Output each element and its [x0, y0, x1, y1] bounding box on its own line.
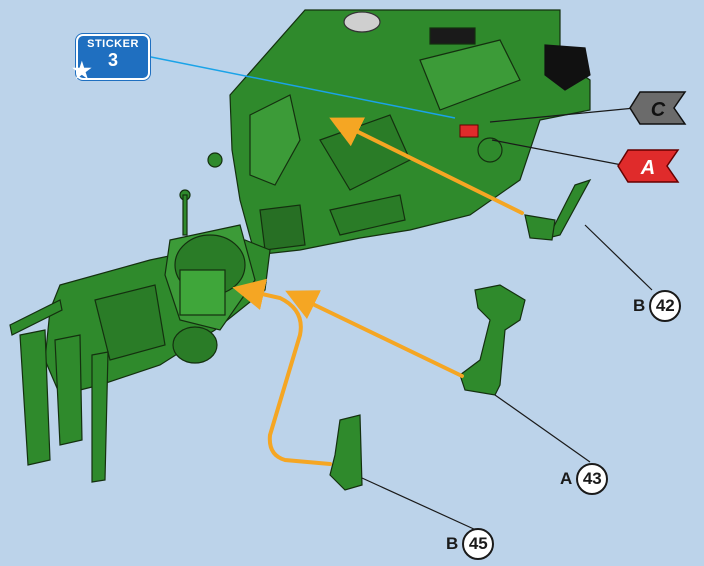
flag-c-leader — [489, 107, 636, 123]
sticker-badge: STICKER 3 ★ — [72, 34, 150, 83]
arrow-part-43 — [285, 290, 464, 378]
part-number: 42 — [649, 290, 682, 322]
part-callout-43: A 43 — [560, 463, 609, 495]
sticker-word: STICKER — [87, 38, 139, 50]
arrow-to-body — [329, 117, 524, 215]
part-letter: A — [560, 469, 573, 488]
part-number: 45 — [462, 528, 495, 560]
model-chassis — [9, 189, 271, 483]
flag-a-letter: A — [640, 157, 655, 179]
flag-a-leader — [491, 139, 623, 166]
part-42 — [524, 178, 592, 241]
part-43 — [459, 284, 526, 396]
part-42-leader — [584, 224, 653, 291]
red-mount-marker — [459, 124, 479, 138]
part-callout-42: B 42 — [633, 290, 682, 322]
flag-c: C — [629, 91, 687, 125]
star-icon: ★ — [72, 58, 92, 83]
sticker-leader — [145, 55, 456, 119]
part-45-leader — [361, 477, 477, 531]
part-letter: B — [446, 534, 459, 553]
arrow-part-45 — [232, 278, 332, 466]
flag-c-letter: C — [651, 99, 666, 121]
part-number: 43 — [576, 463, 609, 495]
flag-a: A — [617, 149, 680, 183]
assembly-arrows — [232, 117, 524, 466]
sticker-number: 3 — [107, 50, 118, 70]
leader-lines — [145, 55, 653, 531]
part-43-leader — [494, 394, 591, 463]
part-letter: B — [633, 296, 646, 315]
part-callout-45: B 45 — [446, 528, 495, 560]
part-45 — [329, 414, 363, 491]
model-body — [207, 9, 591, 256]
